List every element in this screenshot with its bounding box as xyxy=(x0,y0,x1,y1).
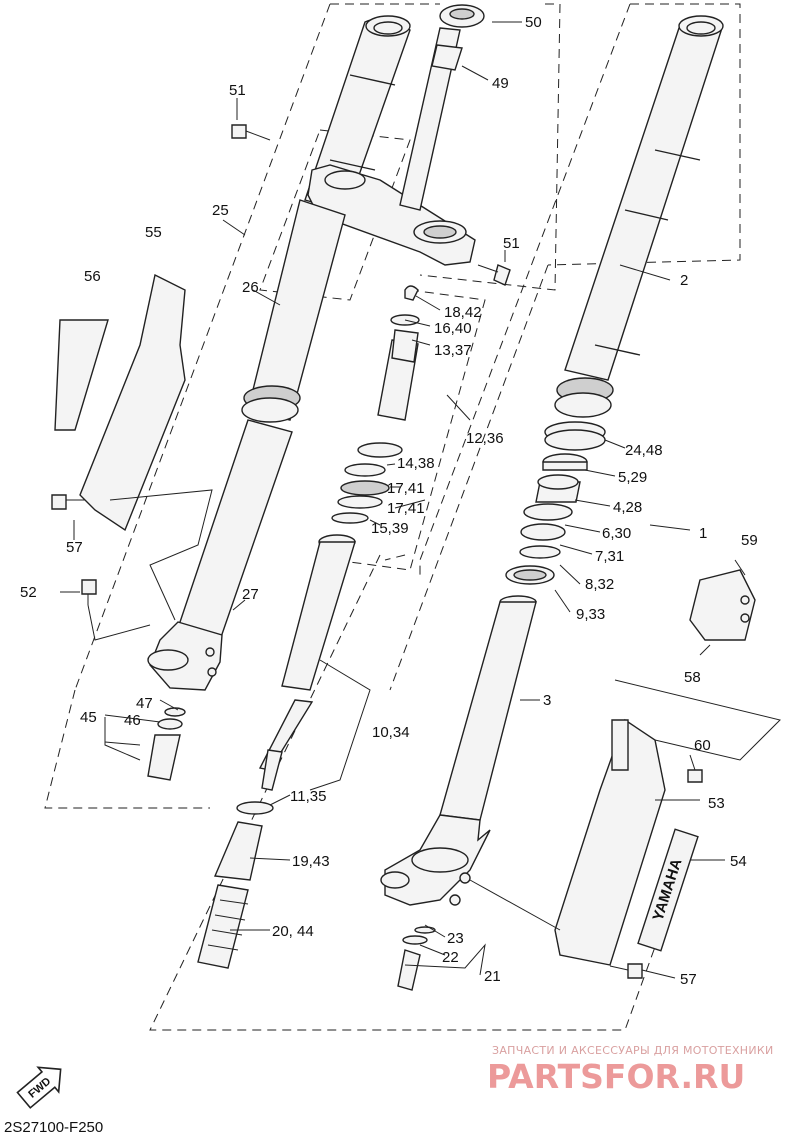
callout-17-41-a: 17,41 xyxy=(387,480,425,497)
callout-4-28: 4,28 xyxy=(613,499,642,516)
right-outer-tube xyxy=(380,595,537,906)
damper-cartridge xyxy=(331,285,420,524)
callout-56: 56 xyxy=(84,268,101,285)
nut-60 xyxy=(687,769,703,783)
callout-52: 52 xyxy=(20,584,37,601)
callout-25: 25 xyxy=(212,202,229,219)
callout-55: 55 xyxy=(145,224,162,241)
callout-51-right: 51 xyxy=(503,235,520,252)
callout-59: 59 xyxy=(741,532,758,549)
callout-8-32: 8,32 xyxy=(585,576,614,593)
callout-12-36: 12,36 xyxy=(466,430,504,447)
callout-23: 23 xyxy=(447,930,464,947)
callout-13-37: 13,37 xyxy=(434,342,472,359)
right-inner-tube xyxy=(554,15,724,418)
callout-3: 3 xyxy=(543,692,551,709)
callout-18-42: 18,42 xyxy=(444,304,482,321)
callout-6-30: 6,30 xyxy=(602,525,631,542)
fwd-arrow-icon: FWD xyxy=(16,1066,62,1109)
callout-14-38: 14,38 xyxy=(397,455,435,472)
callout-22: 22 xyxy=(442,949,459,966)
watermark-logo: PARTSFOR.RU xyxy=(487,1057,745,1096)
diagram-code: 2S27100-F250 xyxy=(4,1119,103,1136)
callout-19-43: 19,43 xyxy=(292,853,330,870)
callout-51-top: 51 xyxy=(229,82,246,99)
steering-stem xyxy=(399,4,485,211)
watermark-tagline: ЗАПЧАСТИ И АКСЕССУАРЫ ДЛЯ МОТОТЕХНИКИ xyxy=(492,1044,774,1057)
callout-20-44: 20, 44 xyxy=(272,923,314,940)
right-fork-guard xyxy=(554,718,666,966)
callout-17-41-b: 17,41 xyxy=(387,500,425,517)
callout-9-33: 9,33 xyxy=(576,606,605,623)
callout-60: 60 xyxy=(694,737,711,754)
callout-5-29: 5,29 xyxy=(618,469,647,486)
callout-50: 50 xyxy=(525,14,542,31)
callout-1: 1 xyxy=(699,525,707,542)
callout-46: 46 xyxy=(124,712,141,729)
callout-58: 58 xyxy=(684,669,701,686)
callout-57-bottom: 57 xyxy=(680,971,697,988)
leader-lines xyxy=(60,21,781,979)
bolts xyxy=(51,124,643,991)
callout-15-39: 15,39 xyxy=(371,520,409,537)
callout-54: 54 xyxy=(730,853,747,870)
callout-16-40: 16,40 xyxy=(434,320,472,337)
fork-protector-clip xyxy=(689,569,756,641)
callout-24-48: 24,48 xyxy=(625,442,663,459)
callout-49: 49 xyxy=(492,75,509,92)
callout-27: 27 xyxy=(242,586,259,603)
axle-holder-bolt xyxy=(147,707,186,781)
callout-2: 2 xyxy=(680,272,688,289)
damper-rod-assembly xyxy=(197,534,356,969)
left-outer-tube xyxy=(147,199,346,691)
right-seal-stack xyxy=(505,421,606,585)
left-fork-guard xyxy=(54,273,186,532)
callout-47: 47 xyxy=(136,695,153,712)
callout-10-34: 10,34 xyxy=(372,724,410,741)
callout-45: 45 xyxy=(80,709,97,726)
callout-53: 53 xyxy=(708,795,725,812)
watermark: ЗАПЧАСТИ И АКСЕССУАРЫ ДЛЯ МОТОТЕХНИКИ PA… xyxy=(487,1044,774,1096)
callout-7-31: 7,31 xyxy=(595,548,624,565)
callout-labels: 50 49 51 51 25 55 56 26 2 18,42 16,40 13… xyxy=(20,14,758,988)
callout-21: 21 xyxy=(484,968,501,985)
callout-11-35: 11,35 xyxy=(290,788,326,805)
callout-57-left: 57 xyxy=(66,539,83,556)
callout-26: 26 xyxy=(242,279,259,296)
